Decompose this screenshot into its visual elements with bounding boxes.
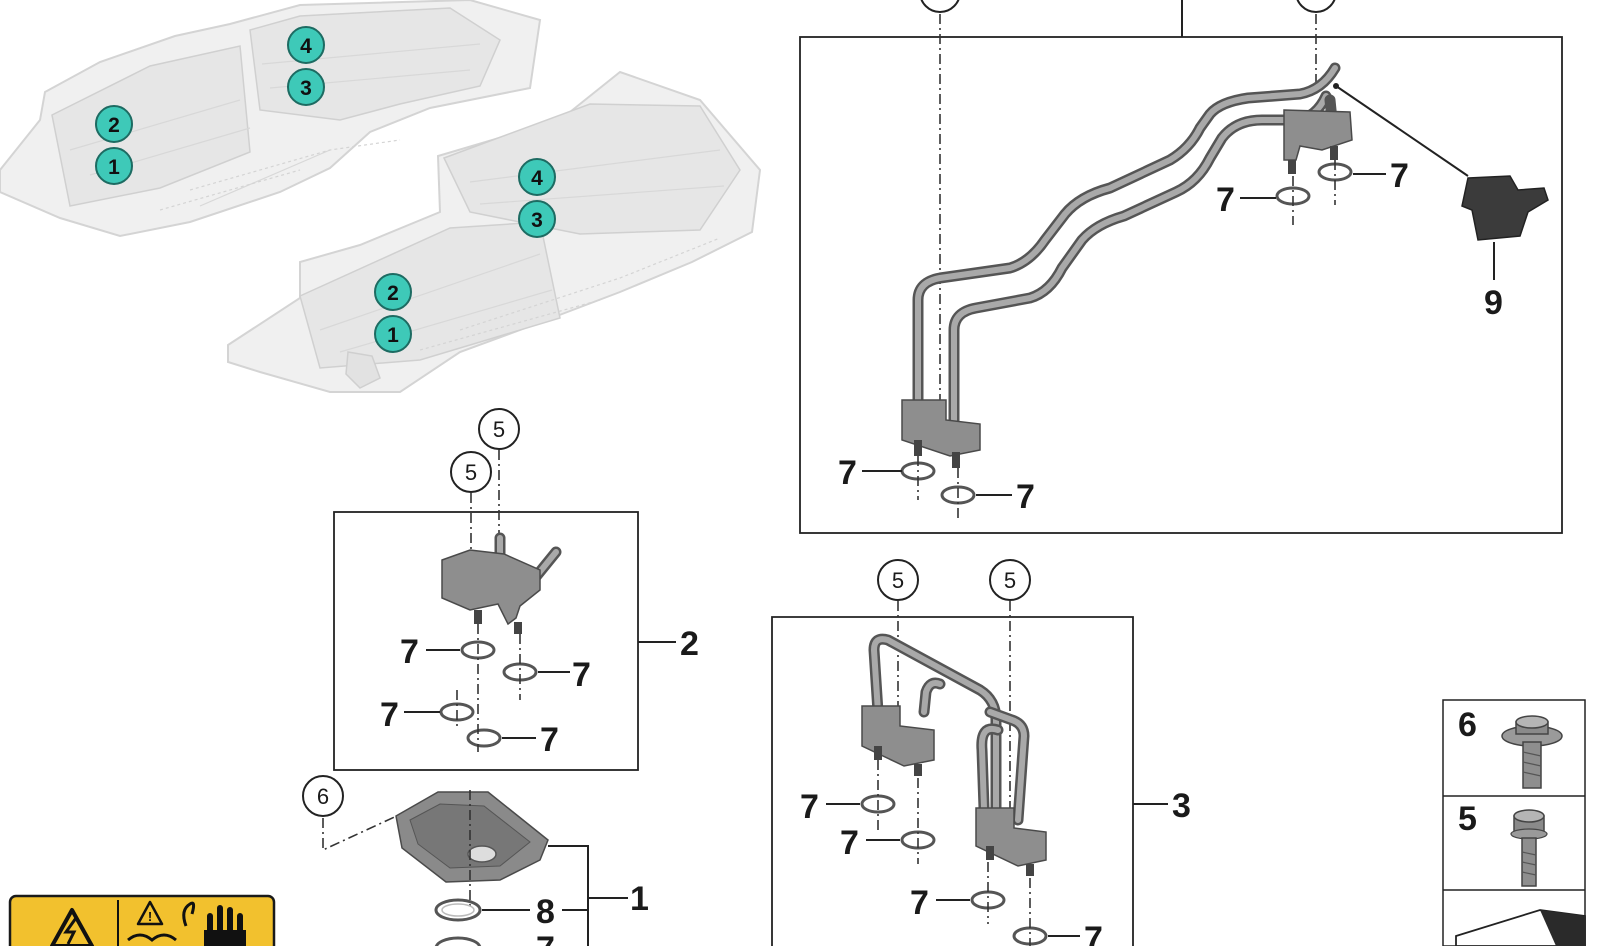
- callout-4-lower: 4: [518, 158, 556, 196]
- callout-1-upper: 1: [95, 147, 133, 185]
- cover-plate-group-1: 6 8 7 1: [302, 775, 649, 946]
- label-7: 7: [800, 788, 819, 826]
- label-7: 7: [380, 696, 399, 734]
- double-pipe-group-3: 5 5 7 7 7 7 3: [771, 559, 1191, 946]
- bolt-plain: [1510, 809, 1548, 887]
- electric-hazard-icon: [50, 908, 94, 946]
- callout-text: 1: [108, 156, 120, 179]
- callout-2-lower: 2: [374, 273, 412, 311]
- callout-text: 3: [300, 77, 312, 100]
- label-7: 7: [910, 884, 929, 922]
- label-7: 7: [838, 454, 857, 492]
- callout-3-lower: 3: [518, 200, 556, 238]
- label-7: 7: [536, 930, 555, 946]
- callout-text: 2: [387, 282, 399, 305]
- label-7: 7: [1084, 920, 1103, 946]
- callout-5: 5: [493, 417, 505, 442]
- callout-circle-cut: [920, 0, 960, 13]
- label-7: 7: [1390, 157, 1409, 195]
- label-3: 3: [1172, 787, 1191, 825]
- callout-text: 2: [108, 114, 120, 137]
- callout-5: 5: [892, 568, 904, 593]
- bolt-with-washer: [1501, 715, 1563, 789]
- connector-piece-group-2: 5 5 7 7 7 7 2: [333, 408, 699, 771]
- callout-text: 4: [531, 167, 543, 190]
- label-7: 7: [840, 824, 859, 862]
- label-7: 7: [1016, 478, 1035, 516]
- callout-2-upper: 2: [95, 105, 133, 143]
- callout-text: 4: [300, 35, 312, 58]
- clip-part-9: [1461, 175, 1549, 241]
- callout-circle-cut: [1296, 0, 1336, 13]
- bolt-legend: 6 5: [1442, 699, 1586, 946]
- legend-label-6: 6: [1458, 706, 1477, 744]
- label-9: 9: [1484, 284, 1503, 322]
- group-frame: [799, 36, 1563, 534]
- callout-text: 3: [531, 209, 543, 232]
- long-coolant-pipe-group: 7 7 7 7 9: [799, 0, 1563, 534]
- caution-triangle-icon: !: [127, 900, 177, 942]
- callout-1-lower: 1: [374, 315, 412, 353]
- svg-text:!: !: [148, 909, 152, 924]
- battery-tray-lower: [227, 70, 762, 393]
- callout-3-upper: 3: [287, 68, 325, 106]
- label-7: 7: [540, 721, 559, 759]
- warning-label: !: [8, 894, 276, 946]
- label-1: 1: [630, 880, 649, 918]
- label-7: 7: [572, 656, 591, 694]
- glove-icon: [182, 901, 246, 946]
- label-2: 2: [680, 625, 699, 663]
- label-8: 8: [536, 893, 555, 931]
- label-7: 7: [1216, 181, 1235, 219]
- callout-4-upper: 4: [287, 26, 325, 64]
- label-7: 7: [400, 633, 419, 671]
- callout-5: 5: [1004, 568, 1016, 593]
- legend-label-5: 5: [1458, 800, 1477, 838]
- teal-callouts: 2 1 4 3 4 3 2 1: [95, 26, 556, 353]
- callout-text: 1: [387, 324, 399, 347]
- callout-6: 6: [317, 784, 329, 809]
- callout-5: 5: [465, 460, 477, 485]
